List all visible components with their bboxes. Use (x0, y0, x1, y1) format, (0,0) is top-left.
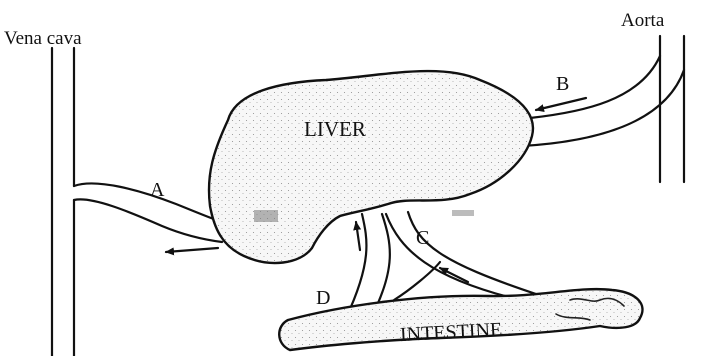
label-vena-cava: Vena cava (4, 28, 82, 49)
label-liver: LIVER (304, 117, 366, 141)
aorta-vessel (522, 36, 684, 182)
arrow-b-icon (536, 98, 586, 110)
arrow-d-icon (356, 222, 360, 250)
label-intestine: INTESTINE (400, 319, 503, 346)
liver (209, 71, 533, 263)
label-d: D (316, 287, 330, 309)
label-a: A (150, 179, 165, 201)
vena-cava-vessel (52, 48, 222, 356)
label-c: C (416, 227, 429, 249)
label-aorta: Aorta (621, 10, 665, 31)
label-b: B (556, 73, 569, 95)
arrow-a-icon (166, 248, 218, 252)
